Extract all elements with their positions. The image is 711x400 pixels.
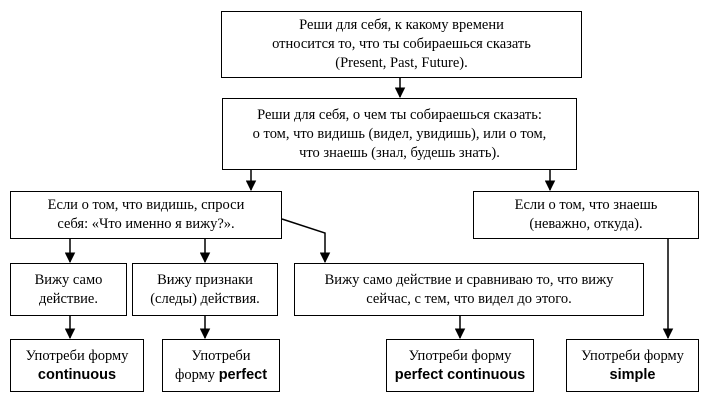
box-see-action-line-1: Вижу само — [34, 271, 103, 288]
box-see-and-compare-line-2: сейчас, с тем, что видел до этого. — [366, 290, 572, 307]
box-see-traces-line-2: (следы) действия. — [150, 290, 260, 307]
form-simple: simple — [609, 366, 656, 383]
box-if-know-line-1: Если о том, что знаешь — [514, 197, 658, 213]
box-see-and-compare-line-1: Вижу само действие и сравниваю то, что в… — [324, 271, 614, 288]
box-topic-decision-line-3: что знаешь (знал, будешь знать). — [299, 144, 500, 161]
form-perfect: perfect — [218, 366, 268, 383]
box-topic-decision-line-2: о том, что видишь (видел, увидишь), или … — [252, 125, 547, 142]
box-use-perfect: Употреби форму perfect — [162, 339, 280, 392]
box-see-and-compare: Вижу само действие и сравниваю то, что в… — [294, 263, 644, 316]
form-continuous: continuous — [37, 366, 117, 383]
box-use-perfect-line-2: форму perfect — [175, 366, 267, 385]
box-topic-decision-line-1: Реши для себя, о чем ты собираешься сказ… — [257, 106, 542, 123]
box-time-decision-line-2: относится то, что ты собираешься сказать — [272, 36, 531, 52]
box-time-decision-line-3: (Present, Past, Future). — [335, 55, 468, 71]
arrow-b3-to-b7 — [281, 218, 331, 264]
box-use-continuous: Употреби форму continuous — [10, 339, 144, 392]
box-if-know-line-2: (неважно, откуда). — [529, 216, 643, 232]
box-time-decision: Реши для себя, к какому времени относитс… — [221, 11, 582, 78]
box-see-action: Вижу само действие. — [10, 263, 127, 316]
box-see-traces-line-1: Вижу признаки — [157, 271, 253, 288]
box-use-perfect-continuous-line-1: Употреби форму — [408, 347, 512, 364]
box-see-traces: Вижу признаки (следы) действия. — [132, 263, 278, 316]
box-use-simple: Употреби форму simple — [566, 339, 699, 392]
box-if-see-line-1: Если о том, что видишь, спроси — [47, 197, 245, 213]
box-if-see-line-2: себя: «Что именно я вижу?». — [57, 216, 235, 232]
box-use-continuous-line-1: Употреби форму — [25, 347, 129, 364]
box-if-know: Если о том, что знаешь (неважно, откуда)… — [473, 191, 699, 239]
box-if-see: Если о том, что видишь, спроси себя: «Чт… — [10, 191, 282, 239]
box-time-decision-line-1: Реши для себя, к какому времени — [299, 17, 504, 33]
box-use-perfect-form-word: форму — [174, 366, 216, 383]
box-use-perfect-line-1: Употреби — [191, 347, 251, 364]
box-use-simple-line-1: Употреби форму — [581, 347, 684, 364]
box-see-action-line-2: действие. — [38, 290, 98, 307]
form-perfect-continuous: perfect continuous — [394, 366, 526, 383]
box-use-perfect-continuous: Употреби форму perfect continuous — [386, 339, 534, 392]
box-topic-decision: Реши для себя, о чем ты собираешься сказ… — [222, 98, 577, 170]
